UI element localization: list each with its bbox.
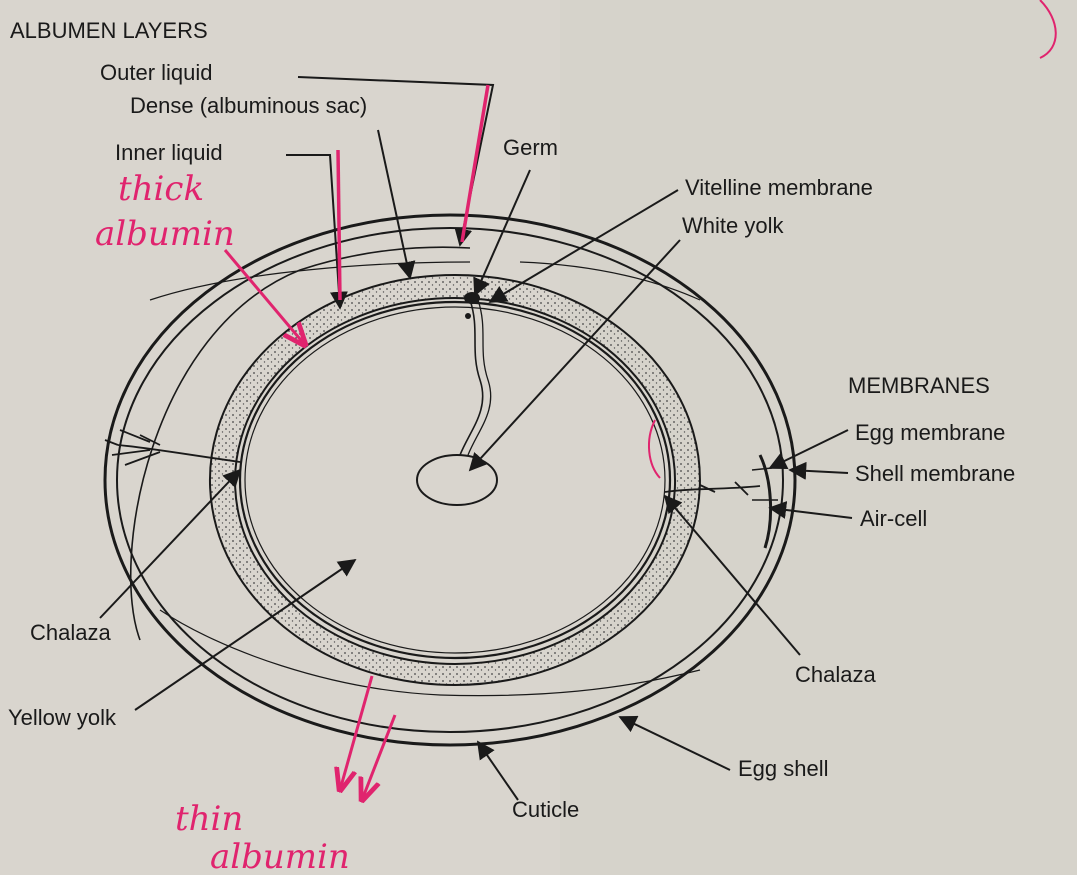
handwritten-thick: thick [118, 169, 204, 209]
label-dense: Dense (albuminous sac) [130, 93, 367, 118]
label-cuticle: Cuticle [512, 797, 579, 822]
white-yolk [417, 455, 497, 505]
label-vitelline-membrane: Vitelline membrane [685, 175, 873, 200]
handwritten-thick-albumin: albumin [95, 214, 235, 254]
label-germ: Germ [503, 135, 558, 160]
germ-spot [464, 292, 480, 304]
label-shell-membrane: Shell membrane [855, 461, 1015, 486]
label-yellow-yolk: Yellow yolk [8, 705, 117, 730]
label-egg-membrane: Egg membrane [855, 420, 1005, 445]
label-air-cell: Air-cell [860, 506, 927, 531]
heading-albumen-layers: ALBUMEN LAYERS [10, 18, 208, 43]
label-egg-shell: Egg shell [738, 756, 829, 781]
label-white-yolk: White yolk [682, 213, 784, 238]
handwritten-thin-albumin: albumin [210, 837, 350, 875]
handwritten-thin: thin [175, 799, 243, 839]
heading-membranes: MEMBRANES [848, 373, 990, 398]
label-chalaza-left: Chalaza [30, 620, 111, 645]
handwritten-pink-trace-inner [338, 150, 340, 300]
label-outer-liquid: Outer liquid [100, 60, 213, 85]
label-chalaza-right: Chalaza [795, 662, 876, 687]
label-inner-liquid: Inner liquid [115, 140, 223, 165]
